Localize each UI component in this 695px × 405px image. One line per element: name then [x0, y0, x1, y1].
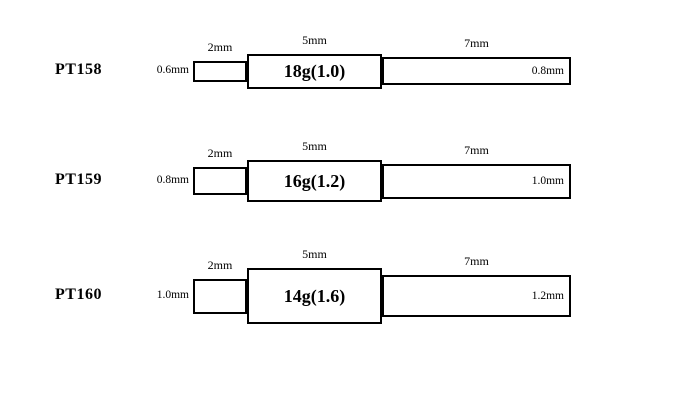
part-id-label: PT159 [55, 171, 102, 188]
segment-length-label: 2mm [207, 257, 233, 272]
gauge-label: 16g(1.2) [283, 171, 346, 191]
tip-diameter-label: 1.0mm [156, 289, 189, 301]
part-id-label: PT160 [55, 286, 102, 303]
shaft-diameter-label: 0.8mm [531, 64, 564, 77]
segment-box-2mm [193, 167, 247, 195]
segment-box-5mm: 14g(1.6) [247, 268, 382, 324]
shaft-diameter-label: 1.2mm [531, 289, 564, 302]
tip-diameter-label: 0.8mm [156, 174, 189, 186]
shaft-diameter-label: 1.0mm [531, 174, 564, 187]
segment-length-label: 5mm [302, 32, 327, 47]
segment-box-5mm: 16g(1.2) [247, 160, 382, 202]
segment-length-label: 5mm [302, 139, 327, 153]
segment-length-label: 7mm [464, 36, 489, 50]
segment-length-label: 2mm [207, 39, 233, 54]
gauge-label: 18g(1.0) [283, 61, 346, 81]
gauge-label: 14g(1.6) [283, 286, 346, 306]
segment-box-7mm: 0.8mm [382, 57, 571, 85]
part-id-label: PT158 [55, 61, 102, 78]
segment-box-2mm [193, 278, 247, 314]
segment-box-7mm: 1.0mm [382, 163, 571, 199]
segment-length-label: 2mm [207, 146, 233, 160]
segment-length-label: 7mm [464, 254, 489, 268]
segment-length-label: 7mm [464, 142, 489, 157]
tip-diameter-label: 0.6mm [156, 64, 189, 76]
segment-box-5mm: 18g(1.0) [247, 53, 382, 89]
segment-length-label: 5mm [302, 247, 327, 261]
segment-box-2mm [193, 60, 247, 82]
segment-box-7mm: 1.2mm [382, 275, 571, 317]
